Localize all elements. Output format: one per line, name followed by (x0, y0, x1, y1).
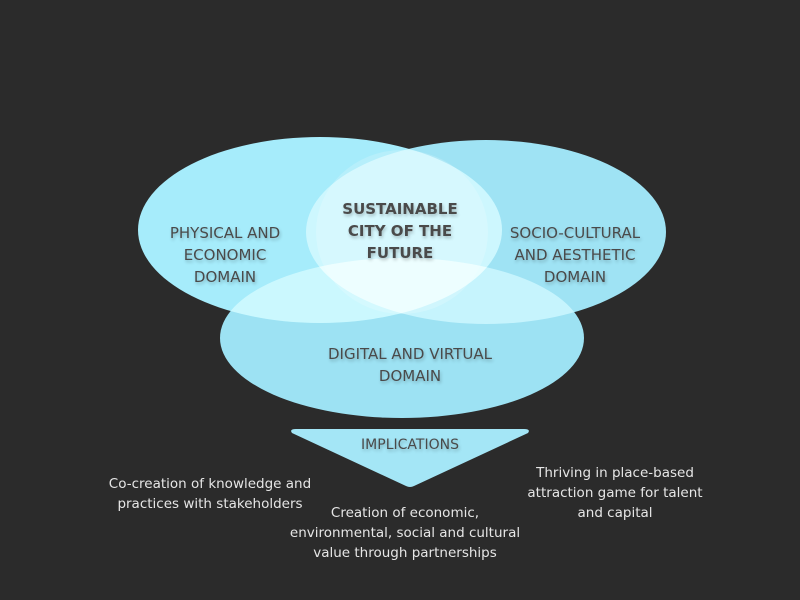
digital-domain-label: DIGITAL AND VIRTUAL DOMAIN (328, 345, 492, 385)
implications-arrow (291, 429, 529, 487)
center-label: SUSTAINABLE CITY OF THE FUTURE (342, 200, 458, 262)
outcome-co-creation: Co-creation of knowledge and practices w… (108, 476, 312, 512)
socio-cultural-domain-label: SOCIO-CULTURAL AND AESTHETIC DOMAIN (509, 224, 641, 286)
implications-label: IMPLICATIONS (361, 437, 459, 453)
outcome-value-creation: Creation of economic, environmental, soc… (289, 505, 521, 561)
center-highlight-circle (316, 150, 488, 314)
outcome-attraction: Thriving in place-based attraction game … (527, 465, 703, 521)
physical-domain-label: PHYSICAL AND ECONOMIC DOMAIN (169, 224, 281, 286)
